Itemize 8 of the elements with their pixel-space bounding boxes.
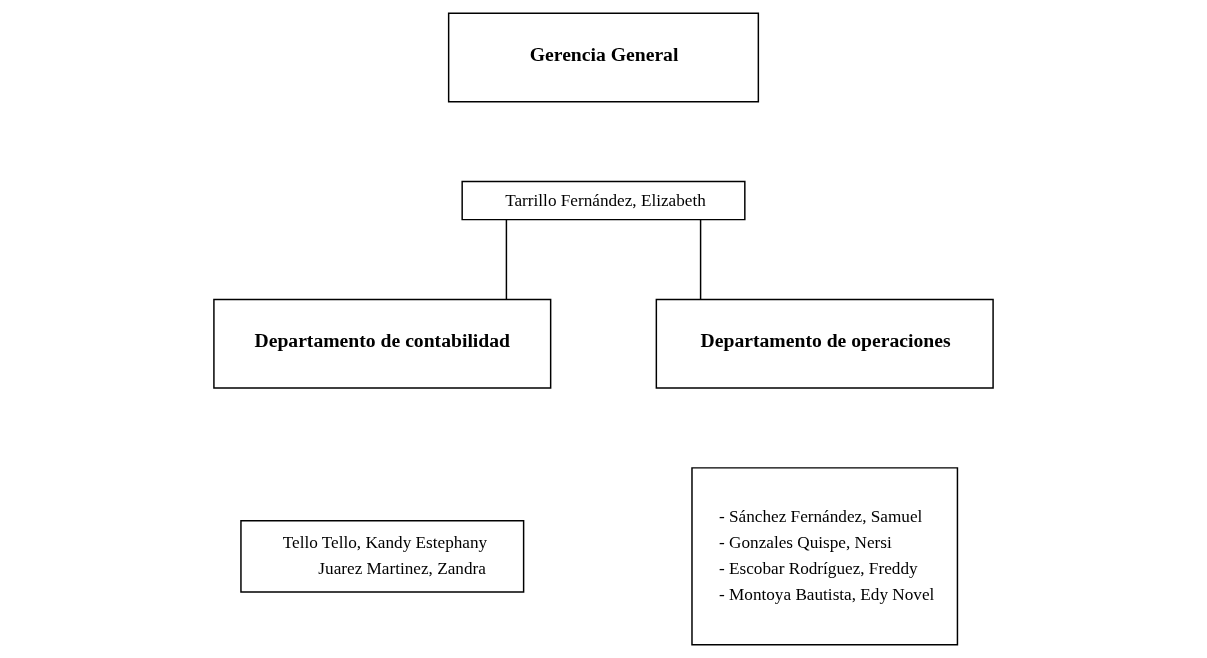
node-box: Tarrillo Fernández, Elizabeth xyxy=(461,180,746,221)
node-box: Departamento de contabilidad xyxy=(213,298,552,389)
node-box: Departamento de operaciones xyxy=(655,298,994,389)
connector xyxy=(699,219,702,301)
node-box: Tello Tello, Kandy Estephany Juarez Martinez, Zandra xyxy=(240,520,525,593)
node-box: - Sánchez Fernández, Samuel - Gonzales Quispe, Nersi - Escobar Rodríguez, Freddy - Montoya Bautista, Edy Novel xyxy=(691,467,959,646)
node-box: Gerencia General xyxy=(447,12,760,103)
connector xyxy=(505,219,508,301)
